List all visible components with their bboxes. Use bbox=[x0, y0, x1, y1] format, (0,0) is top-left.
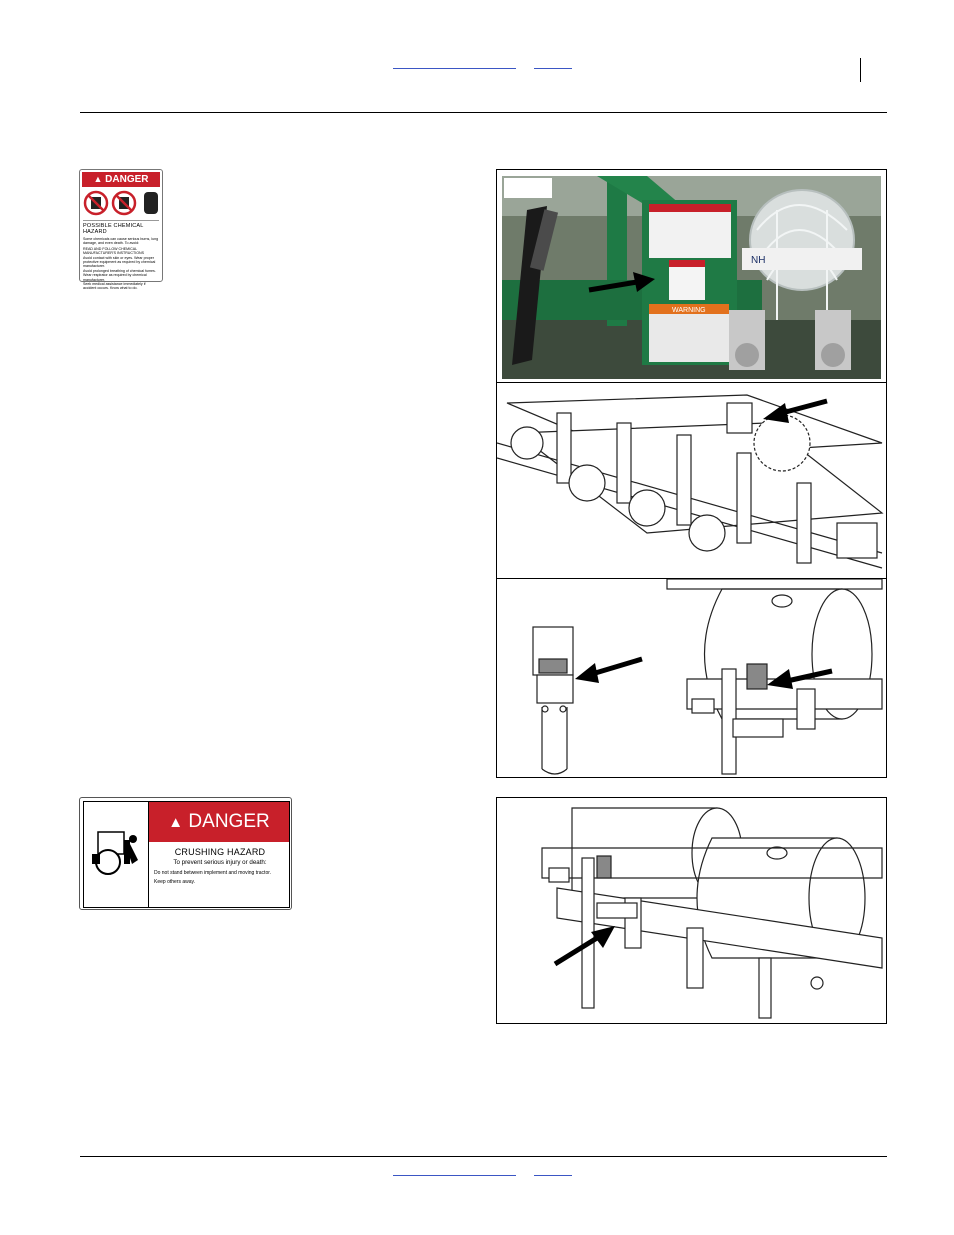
chemical-hazard-decal: ▲ DANGER POSSIBLE CHEMICAL HAZARD Some c… bbox=[79, 169, 163, 290]
tank-rear-drawing-panel bbox=[496, 797, 887, 1024]
footer-link-2[interactable] bbox=[534, 1175, 572, 1176]
warning-triangle-icon: ▲ bbox=[168, 814, 184, 831]
header-rule bbox=[80, 112, 887, 113]
pointer-arrow-icon bbox=[588, 272, 655, 293]
decal-body: Some chemicals can cause serious burns, … bbox=[83, 237, 159, 246]
tank-decal-drawing-panel bbox=[496, 578, 887, 778]
crushing-danger-header: ▲ DANGER bbox=[149, 802, 289, 842]
toolbar-drawing bbox=[497, 394, 884, 569]
decal-location-photo-panel: WARNING NH bbox=[496, 169, 887, 383]
decal-bullet: Avoid prolonged breathing of chemical fu… bbox=[83, 268, 156, 282]
decal-bullet: READ AND FOLLOW CHEMICAL MANUFACTURER'S … bbox=[83, 246, 144, 256]
decal-pictograms bbox=[83, 190, 158, 216]
pointer-arrow-icon bbox=[767, 668, 833, 689]
decal-location-photo: WARNING NH bbox=[497, 170, 886, 382]
decal-signal-word: DANGER bbox=[105, 174, 149, 185]
header-link-2[interactable] bbox=[534, 68, 572, 69]
decal-title: POSSIBLE CHEMICAL HAZARD bbox=[83, 220, 159, 235]
decal-bullets: READ AND FOLLOW CHEMICAL MANUFACTURER'S … bbox=[83, 247, 159, 291]
decal-title: CRUSHING HAZARD bbox=[174, 847, 266, 857]
header-divider bbox=[860, 58, 861, 82]
toolbar-drawing-panel bbox=[496, 382, 887, 579]
tank-decal-drawing bbox=[532, 579, 883, 775]
decal-signal-word: DANGER bbox=[188, 811, 270, 832]
pointer-arrow-icon bbox=[763, 398, 828, 423]
warning-signal-word: WARNING bbox=[672, 307, 706, 314]
protective-glove-icon bbox=[144, 192, 158, 214]
decal-bullet: Seek medical assistance immediately if a… bbox=[83, 282, 146, 291]
decal-subtitle: To prevent serious injury or death: bbox=[173, 859, 267, 866]
header-link-1[interactable] bbox=[393, 68, 516, 69]
tractor-crush-icon bbox=[92, 831, 138, 875]
decal-bullet: Keep others away. bbox=[154, 879, 196, 885]
tank-rear-drawing bbox=[541, 807, 883, 1019]
pointer-arrow-icon bbox=[575, 656, 643, 683]
top-danger-decal bbox=[649, 204, 731, 258]
decal-bullet: Do not stand between implement and movin… bbox=[154, 870, 272, 876]
crushing-hazard-decal: ▲ DANGER CRUSHING HAZARD To prevent seri… bbox=[79, 797, 292, 910]
warning-triangle-icon: ▲ bbox=[93, 174, 103, 184]
nh3-label: NH bbox=[751, 255, 765, 266]
footer-rule bbox=[80, 1156, 887, 1157]
pointer-arrow-icon bbox=[553, 926, 615, 967]
decal-danger-header: ▲ DANGER bbox=[82, 172, 160, 187]
footer-link-1[interactable] bbox=[393, 1175, 516, 1176]
crushing-pictogram bbox=[84, 802, 149, 907]
decal-bullet: Avoid contact with skin or eyes. Wear pr… bbox=[83, 255, 156, 269]
